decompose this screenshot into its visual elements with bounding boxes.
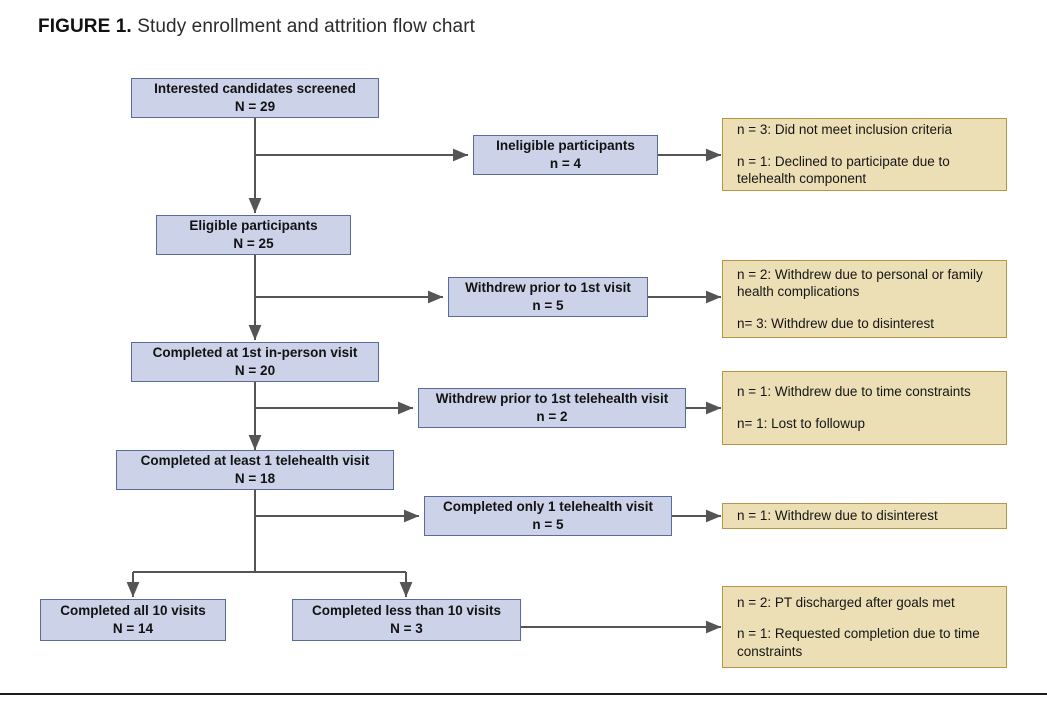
reasons-less-than-ten-visits: n = 2: PT discharged after goals met n =… xyxy=(722,586,1007,668)
node-count: N = 14 xyxy=(112,621,154,636)
node-title: Completed less than 10 visits xyxy=(311,603,502,619)
reasons-withdrew-first-visit: n = 2: Withdrew due to personal or famil… xyxy=(722,260,1007,338)
reason-line: n = 2: Withdrew due to personal or famil… xyxy=(737,266,983,300)
node-count: n = 5 xyxy=(532,517,564,532)
node-ineligible-participants: Ineligible participants n = 4 xyxy=(473,135,658,175)
node-count: n = 4 xyxy=(549,156,582,171)
node-title: Withdrew prior to 1st visit xyxy=(465,280,631,296)
page-title: FIGURE 1. Study enrollment and attrition… xyxy=(38,16,475,38)
node-title: Completed all 10 visits xyxy=(60,603,206,619)
node-count: N = 25 xyxy=(233,236,274,251)
reasons-ineligible: n = 3: Did not meet inclusion criteria n… xyxy=(722,118,1007,191)
node-eligible: Eligible participants N = 25 xyxy=(156,215,351,255)
node-title: Interested candidates screened xyxy=(154,81,356,97)
node-title: Ineligible participants xyxy=(496,138,635,154)
node-withdrew-prior-first-telehealth: Withdrew prior to 1st telehealth visit n… xyxy=(418,388,686,428)
reason-line: n= 1: Lost to followup xyxy=(737,416,865,431)
node-first-inperson-visit: Completed at 1st in-person visit N = 20 xyxy=(131,342,379,382)
reason-line: n = 1: Requested completion due to time … xyxy=(737,626,980,659)
node-title: Completed at 1st in-person visit xyxy=(152,345,358,361)
node-title: Eligible participants xyxy=(189,218,318,234)
node-screened: Interested candidates screened N = 29 xyxy=(131,78,379,118)
node-completed-only-one-telehealth: Completed only 1 telehealth visit n = 5 xyxy=(424,496,672,536)
figure-label: FIGURE 1. xyxy=(38,16,132,37)
node-count: n = 5 xyxy=(532,298,564,313)
node-count: N = 29 xyxy=(234,99,276,114)
reasons-only-one-telehealth: n = 1: Withdrew due to disinterest xyxy=(722,503,1007,529)
node-completed-all-ten-visits: Completed all 10 visits N = 14 xyxy=(40,599,226,641)
node-count: N = 18 xyxy=(234,471,276,486)
reason-line: n = 3: Did not meet inclusion criteria xyxy=(737,122,952,138)
footer-divider xyxy=(0,693,1047,695)
node-at-least-one-telehealth: Completed at least 1 telehealth visit N … xyxy=(116,450,394,490)
node-title: Withdrew prior to 1st telehealth visit xyxy=(435,391,669,407)
node-title: Completed only 1 telehealth visit xyxy=(442,499,654,515)
node-withdrew-prior-first-visit: Withdrew prior to 1st visit n = 5 xyxy=(448,277,648,317)
node-completed-less-than-ten-visits: Completed less than 10 visits N = 3 xyxy=(292,599,521,641)
reason-line: n = 1: Withdrew due to time constraints xyxy=(737,384,971,400)
reasons-withdrew-first-telehealth: n = 1: Withdrew due to time constraints … xyxy=(722,371,1007,445)
reason-line: n = 1: Withdrew due to disinterest xyxy=(737,508,938,524)
reason-line: n= 3: Withdrew due to disinterest xyxy=(737,315,934,331)
node-count: n = 2 xyxy=(536,409,568,424)
node-title: Completed at least 1 telehealth visit xyxy=(140,453,370,469)
node-count: N = 20 xyxy=(234,363,276,378)
reason-line: n = 2: PT discharged after goals met xyxy=(737,594,955,610)
figure-caption: Study enrollment and attrition flow char… xyxy=(137,16,476,37)
reason-line: n = 1: Declined to participate due to te… xyxy=(737,153,950,187)
node-count: N = 3 xyxy=(390,621,423,636)
